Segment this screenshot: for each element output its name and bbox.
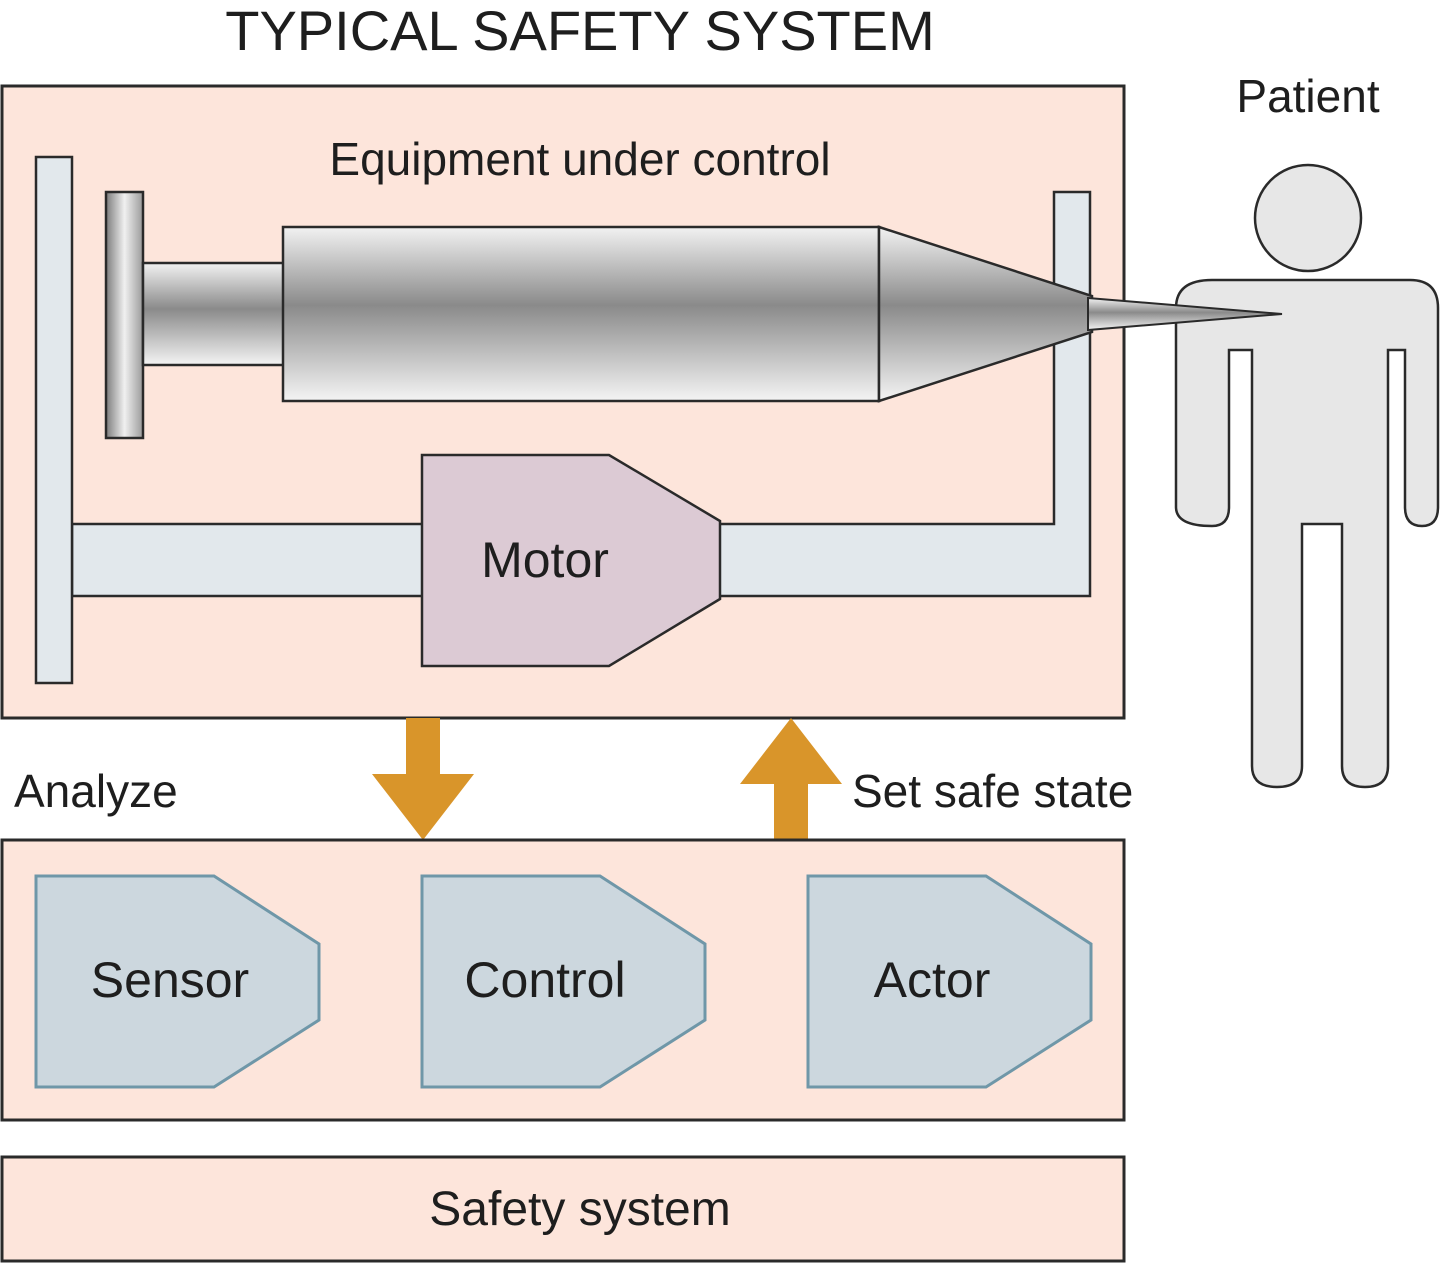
sensor-module	[34, 874, 321, 1089]
left-frame-post	[34, 155, 74, 685]
patient-label: Patient	[1236, 70, 1379, 122]
control-module	[420, 874, 707, 1089]
control-label: Control	[464, 952, 625, 1008]
plunger-flange	[104, 190, 145, 440]
safety-system-bar	[0, 1155, 1126, 1263]
motor-label: Motor	[481, 532, 609, 588]
safety-system-label: Safety system	[429, 1183, 730, 1236]
plunger-rod	[141, 261, 286, 367]
sensor-label: Sensor	[91, 952, 249, 1008]
actor-module	[806, 874, 1093, 1089]
syringe-needle	[1087, 296, 1283, 332]
analyze-arrow	[372, 718, 474, 840]
set-safe-state-arrow	[740, 718, 842, 840]
set-safe-state-label: Set safe state	[852, 765, 1133, 817]
motor-block	[420, 453, 722, 668]
analyze-label: Analyze	[14, 765, 178, 817]
patient-head	[1253, 163, 1363, 273]
actor-label: Actor	[874, 952, 991, 1008]
patient-body	[1174, 278, 1440, 789]
syringe-barrel	[281, 225, 881, 403]
diagram-title: TYPICAL SAFETY SYSTEM	[225, 0, 935, 62]
syringe-cone	[877, 225, 1094, 403]
equipment-label: Equipment under control	[329, 133, 830, 185]
